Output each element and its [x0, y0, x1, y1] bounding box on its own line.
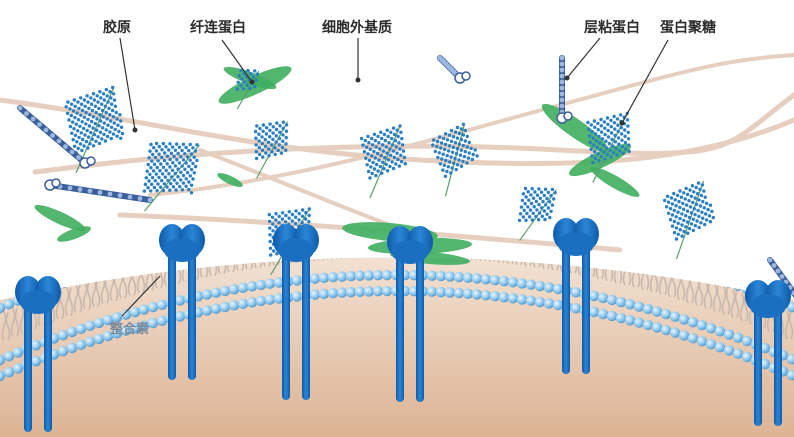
label-ecm: 细胞外基质: [322, 20, 392, 36]
label-fibronectin: 纤连蛋白: [190, 20, 246, 36]
label-proteoglycan: 蛋白聚糖: [660, 20, 716, 36]
leader-dots: [132, 75, 625, 133]
laminin-icon: [17, 55, 794, 299]
integrin-icon: [15, 218, 791, 432]
label-integrin: 整合素: [110, 322, 150, 337]
leader-lines: [119, 37, 669, 317]
label-collagen: 胶原: [103, 20, 131, 36]
label-laminin: 层粘蛋白: [584, 20, 640, 36]
